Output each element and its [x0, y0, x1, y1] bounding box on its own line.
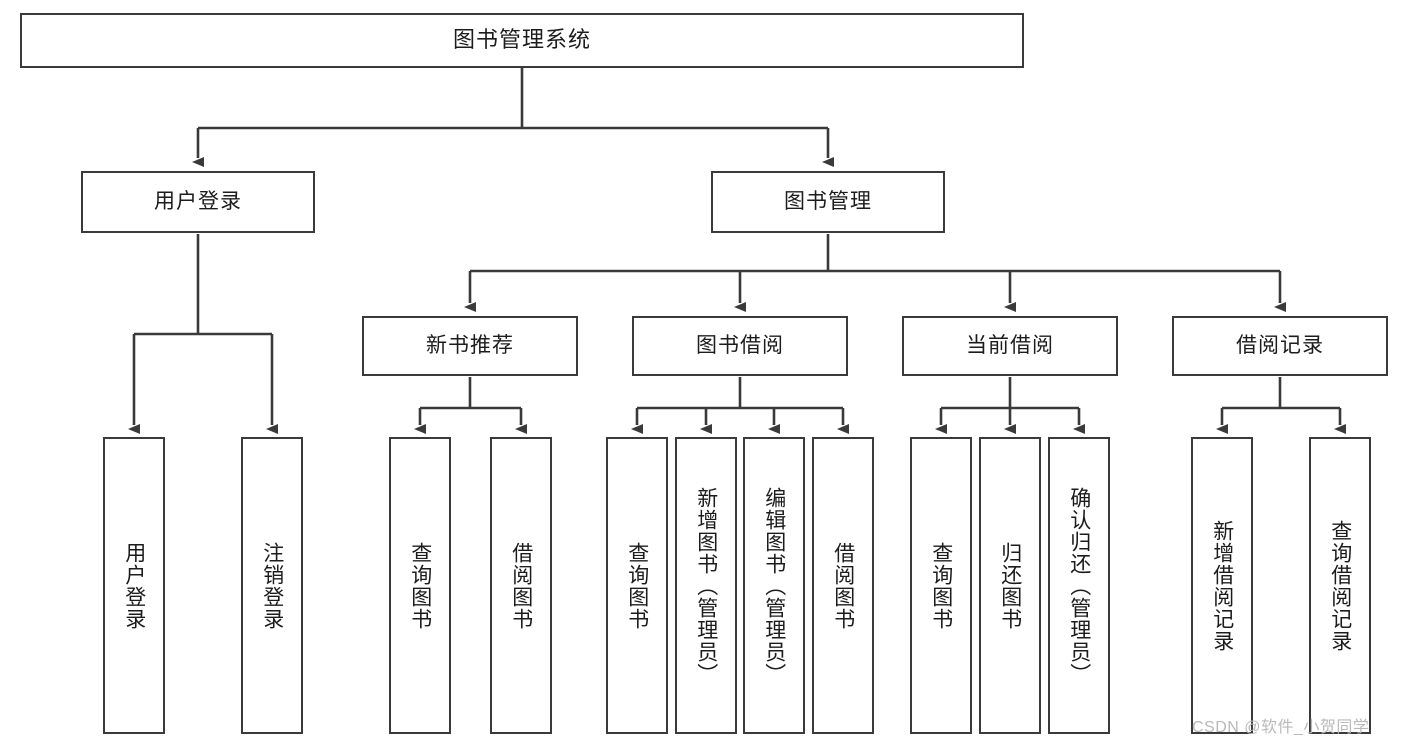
- node-new-book-recommend[interactable]: 新书推荐: [362, 316, 578, 376]
- node-label: 新增图书（管理员）: [694, 486, 718, 685]
- node-label: 用户登录: [154, 190, 242, 214]
- node-leaf-query-book-3[interactable]: 查询图书: [910, 437, 972, 734]
- node-label: 查询借阅记录: [1328, 519, 1352, 652]
- node-leaf-logout-login[interactable]: 注销登录: [241, 437, 303, 734]
- node-label: 借阅图书: [831, 541, 855, 630]
- node-leaf-query-book-2[interactable]: 查询图书: [606, 437, 668, 734]
- node-leaf-borrow-book-2[interactable]: 借阅图书: [812, 437, 874, 734]
- node-label: 新书推荐: [426, 334, 514, 358]
- node-leaf-query-book-1[interactable]: 查询图书: [389, 437, 451, 734]
- node-root-book-management-system[interactable]: 图书管理系统: [20, 13, 1024, 68]
- node-current-borrow[interactable]: 当前借阅: [902, 316, 1118, 376]
- node-leaf-confirm-return[interactable]: 确认归还（管理员）: [1048, 437, 1110, 734]
- node-label: 图书管理: [784, 190, 872, 214]
- node-label: 当前借阅: [966, 334, 1054, 358]
- node-book-management[interactable]: 图书管理: [711, 171, 945, 233]
- node-label: 图书管理系统: [452, 27, 591, 53]
- node-label: 查询图书: [625, 541, 649, 630]
- node-leaf-add-book[interactable]: 新增图书（管理员）: [675, 437, 737, 734]
- node-leaf-add-record[interactable]: 新增借阅记录: [1191, 437, 1253, 734]
- node-leaf-user-login[interactable]: 用户登录: [103, 437, 165, 734]
- node-leaf-query-record[interactable]: 查询借阅记录: [1309, 437, 1371, 734]
- node-user-login[interactable]: 用户登录: [81, 171, 315, 233]
- node-label: 归还图书: [998, 541, 1022, 630]
- node-leaf-edit-book[interactable]: 编辑图书（管理员）: [743, 437, 805, 734]
- csdn-watermark: CSDN @软件_小贺同学: [1192, 719, 1370, 736]
- node-label: 确认归还（管理员）: [1067, 486, 1091, 685]
- node-leaf-return-book[interactable]: 归还图书: [979, 437, 1041, 734]
- node-label: 新增借阅记录: [1210, 519, 1234, 652]
- node-label: 图书借阅: [696, 334, 784, 358]
- node-label: 借阅图书: [509, 541, 533, 630]
- node-label: 查询图书: [408, 541, 432, 630]
- node-label: 查询图书: [929, 541, 953, 630]
- node-label: 用户登录: [122, 541, 146, 630]
- node-label: 注销登录: [260, 541, 284, 630]
- node-borrow-record[interactable]: 借阅记录: [1172, 316, 1388, 376]
- node-leaf-borrow-book-1[interactable]: 借阅图书: [490, 437, 552, 734]
- node-label: 借阅记录: [1236, 334, 1324, 358]
- node-label: 编辑图书（管理员）: [762, 486, 786, 685]
- node-book-borrow[interactable]: 图书借阅: [632, 316, 848, 376]
